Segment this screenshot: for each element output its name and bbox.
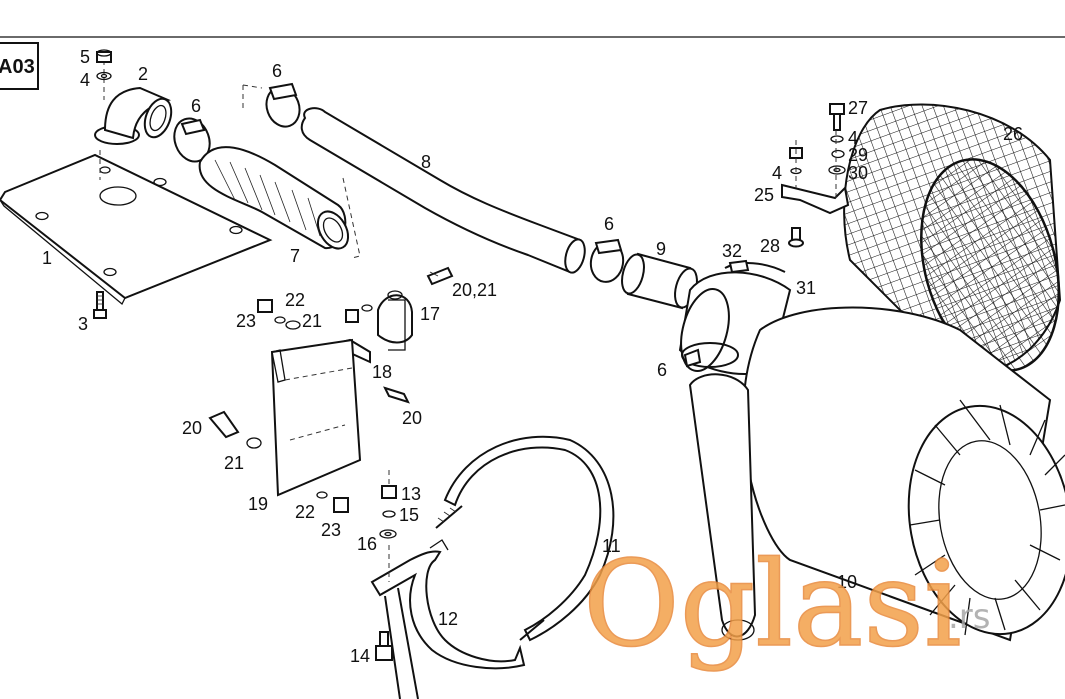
label-28: 28 <box>760 236 780 256</box>
part-29-washer <box>831 149 845 159</box>
part-9-sleeve <box>621 252 698 310</box>
part-22-washer-a <box>274 316 286 324</box>
part-1-plate <box>0 150 273 306</box>
label-4c: 4 <box>848 128 858 148</box>
label-11: 11 <box>602 536 621 556</box>
label-13: 13 <box>401 484 421 504</box>
label-27: 27 <box>848 98 868 118</box>
label-4a: 4 <box>80 70 90 90</box>
watermark-logo: Oglasi .rs <box>582 534 991 674</box>
dashed-frame <box>242 84 361 259</box>
label-7: 7 <box>290 246 300 266</box>
diagram-code: A03 <box>0 56 35 78</box>
part-27-bolt <box>829 103 845 131</box>
label-4b: 4 <box>772 163 782 183</box>
label-26: 26 <box>1003 124 1023 144</box>
label-20-21: 20,21 <box>452 280 497 300</box>
part-10-filter-housing <box>688 306 1065 642</box>
label-16: 16 <box>357 534 377 554</box>
part-25-bracket <box>781 130 850 215</box>
label-2: 2 <box>138 64 148 84</box>
part-4-washer <box>96 71 112 81</box>
part-labels: 1 2 3 4 5 6 6 6 6 7 8 9 10 11 12 13 14 1… <box>42 47 1023 666</box>
label-23b: 23 <box>321 520 341 540</box>
part-26-mesh-screen <box>843 103 1062 374</box>
part-20-bolt-b <box>383 386 410 404</box>
part-19-bracket-plate <box>270 338 362 497</box>
label-14: 14 <box>350 646 370 666</box>
label-10: 10 <box>837 572 857 592</box>
part-7-hose <box>198 146 350 250</box>
part-20-bolt-c <box>208 410 240 439</box>
part-5-nut <box>96 49 112 63</box>
label-20b: 20 <box>402 408 422 428</box>
part-15-washer <box>382 510 396 518</box>
part-22-washer-b <box>316 491 328 499</box>
label-6b: 6 <box>272 61 282 81</box>
part-23-nut-a <box>257 299 273 313</box>
part-6-clamp-d <box>681 342 739 368</box>
part-23-nut-b <box>333 497 349 513</box>
part-16-washer <box>379 529 397 539</box>
label-1: 1 <box>42 248 52 268</box>
label-3: 3 <box>78 314 88 334</box>
label-30: 30 <box>848 163 868 183</box>
part-8-pipe <box>300 107 586 274</box>
watermark-suffix: .rs <box>948 597 991 637</box>
part-13-nut <box>381 470 397 499</box>
part-22-nut-a <box>345 304 373 323</box>
label-22a: 22 <box>285 290 305 310</box>
label-6d: 6 <box>657 360 667 380</box>
label-20c: 20 <box>182 418 202 438</box>
label-32: 32 <box>722 241 742 261</box>
label-21b: 21 <box>224 453 244 473</box>
label-12: 12 <box>438 609 458 629</box>
label-18: 18 <box>372 362 392 382</box>
label-23a: 23 <box>236 311 256 331</box>
part-21-washer-a <box>285 320 301 330</box>
part-2-elbow <box>94 60 173 145</box>
part-6-clamp-c <box>589 238 625 283</box>
part-4-washer-c <box>830 135 844 143</box>
part-6-clamp-a <box>173 117 211 163</box>
label-9: 9 <box>656 239 666 259</box>
part-14-bolt <box>375 631 393 661</box>
label-25: 25 <box>754 185 774 205</box>
watermark-brand: Oglasi <box>583 535 962 673</box>
label-31: 31 <box>796 278 816 298</box>
part-17-strap-clamp <box>377 290 413 351</box>
label-29: 29 <box>848 145 868 165</box>
part-32-clamp <box>724 259 786 274</box>
label-5: 5 <box>80 47 90 67</box>
label-21a: 21 <box>302 311 322 331</box>
label-8: 8 <box>421 152 431 172</box>
part-21-washer-b <box>246 437 262 449</box>
label-19: 19 <box>248 494 268 514</box>
part-11-band <box>435 435 615 642</box>
part-12-strap <box>370 539 526 699</box>
part-3-bolt <box>93 291 107 319</box>
part-28-bolt <box>788 227 804 248</box>
part-30-washer <box>828 165 846 175</box>
label-22b: 22 <box>295 502 315 522</box>
label-15: 15 <box>399 505 419 525</box>
label-17: 17 <box>420 304 440 324</box>
label-6a: 6 <box>191 96 201 116</box>
label-6c: 6 <box>604 214 614 234</box>
diagram-code-box: A03 <box>0 42 39 90</box>
part-6-clamp-b <box>265 82 301 128</box>
part-20-21-bolt <box>426 266 454 286</box>
